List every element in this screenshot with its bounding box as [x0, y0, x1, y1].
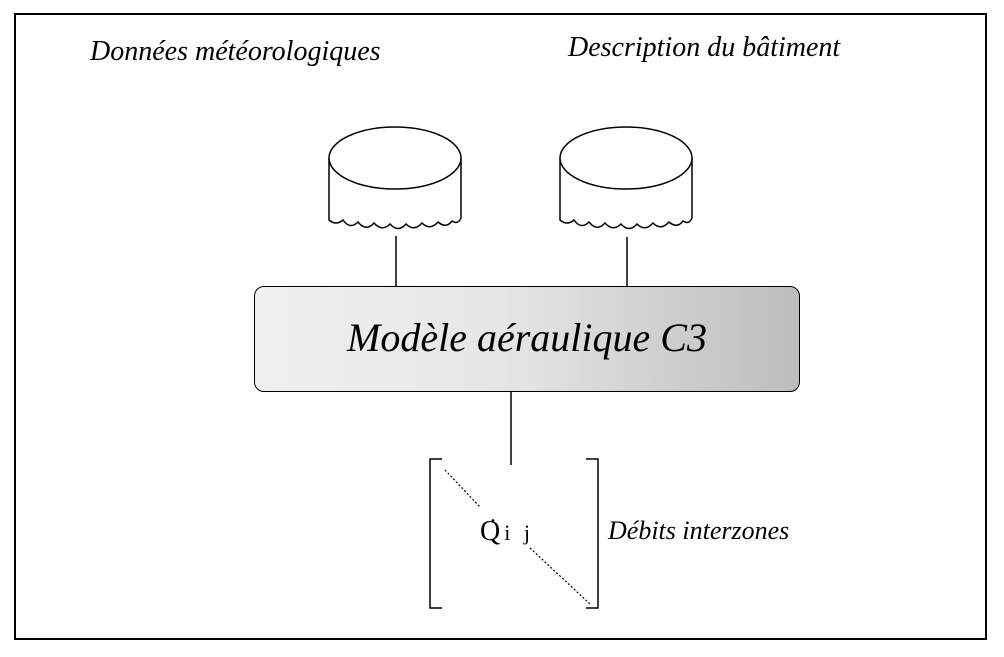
matrix-diagonal-lower — [529, 547, 591, 605]
label-building-description: Description du bâtiment — [568, 32, 841, 63]
flow-subscript: i j — [504, 520, 534, 545]
flow-dot: . — [490, 502, 496, 528]
matrix-left-bracket — [429, 458, 442, 609]
database-icon-meteo — [328, 126, 462, 230]
database-icon-building — [559, 126, 693, 230]
aeraulic-model-box: Modèle aéraulique C3 — [254, 286, 800, 392]
matrix-right-bracket — [586, 458, 599, 609]
matrix-diagonal-upper — [444, 469, 481, 508]
label-interzone-flows: Débits interzones — [608, 516, 790, 545]
flow-q: Q — [480, 516, 501, 547]
label-meteorological-data: Données météorologiques — [90, 36, 381, 67]
model-label: Modèle aéraulique C3 — [347, 314, 707, 360]
